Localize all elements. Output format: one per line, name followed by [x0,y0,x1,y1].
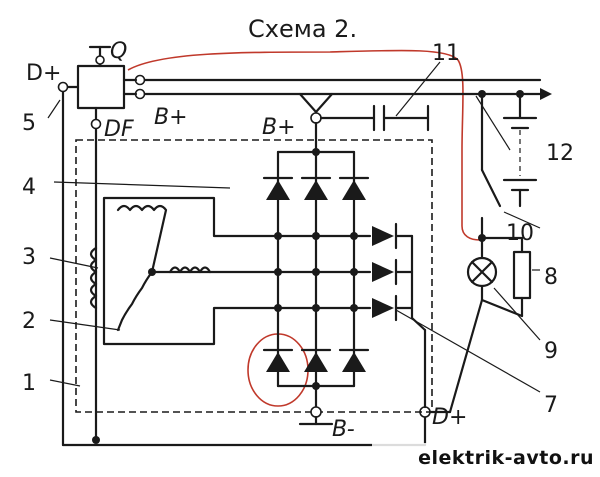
lamp-cross-b [470,260,494,284]
watermark: elektrik-avto.ru [418,447,594,469]
upper-diodes [262,176,370,200]
rotor-coil [89,246,98,310]
callout-2: 2 [22,309,36,334]
callout-7: 7 [544,393,558,418]
callout-12: 12 [546,141,574,166]
callout-10: 10 [506,221,534,246]
bplus-y-left [298,92,318,114]
callout-4: 4 [22,175,36,200]
df-label: DF [104,117,134,142]
output-arrow [540,88,552,100]
b-minus-label: B- [332,417,355,442]
stator-winding-a [116,204,168,274]
stator-winding-b [116,270,154,332]
callout-3: 3 [22,245,36,270]
b-plus-bridge-terminal [310,112,322,124]
voltage-regulator [76,64,126,110]
alternator-housing [75,139,433,413]
df-junction [92,436,100,444]
callout-leaders [47,61,541,393]
resistor-merge [480,298,524,318]
df-terminal [90,118,102,130]
resistor [512,250,532,300]
lower-diodes [262,348,370,372]
q-label: Q [110,39,127,64]
b-plus-bridge-label: B+ [262,115,296,140]
diagram-title: Схема 2. [248,15,357,43]
stator-star-point [148,268,156,276]
ignition-switch [480,168,502,208]
b-minus-terminal [310,406,322,418]
d-plus-top-label: D+ [26,61,61,86]
stator-winding-c [168,266,212,274]
callout-11: 11 [432,41,460,66]
b-plus-reg-label: B+ [154,105,188,130]
bplus-y-right [314,92,334,114]
watermark-backdrop [372,443,598,471]
q-terminal [95,55,105,65]
callout-5: 5 [22,111,36,136]
callout-8: 8 [544,265,558,290]
callout-9: 9 [544,339,558,364]
stator-frame [102,196,280,346]
excitation-diodes [372,222,398,322]
d-plus-bottom-label: D+ [432,405,467,430]
red-highlight-wire [127,49,481,241]
lamp-to-dplus [448,298,484,414]
callout-1: 1 [22,371,36,396]
